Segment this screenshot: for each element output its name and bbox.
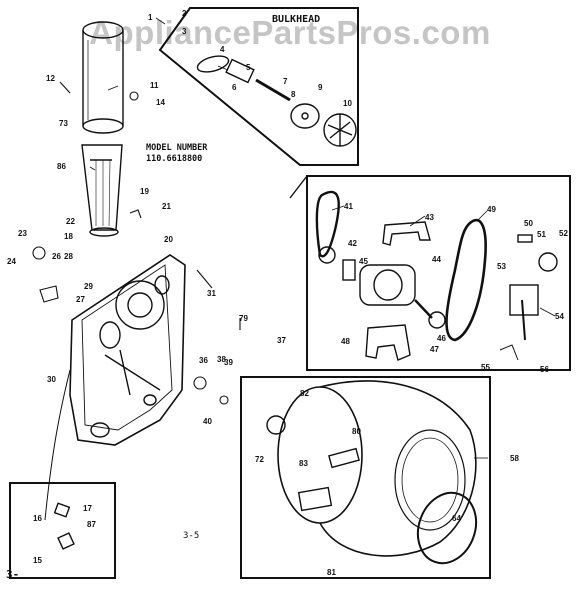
callout-29: 29	[84, 282, 93, 291]
callout-86: 86	[57, 162, 66, 171]
callout-47: 47	[430, 345, 439, 354]
callout-4: 4	[220, 45, 225, 54]
callout-73: 73	[59, 119, 68, 128]
callout-37: 37	[277, 336, 286, 345]
callout-41: 41	[344, 202, 353, 211]
callout-24: 24	[7, 257, 16, 266]
sensor-inset-frame	[9, 482, 116, 579]
callout-20: 20	[164, 235, 173, 244]
exhaust-duct	[82, 21, 124, 134]
callout-2: 2	[182, 9, 187, 18]
callout-6: 6	[232, 83, 237, 92]
callout-19: 19	[140, 187, 149, 196]
lint-filter	[81, 144, 123, 237]
callout-81: 81	[327, 568, 336, 577]
callout-53: 53	[497, 262, 506, 271]
callout-64: 64	[452, 514, 461, 523]
callout-45: 45	[359, 257, 368, 266]
bulkhead-inset-frame	[158, 7, 359, 166]
callout-43: 43	[425, 213, 434, 222]
dryer-drum	[266, 380, 478, 565]
callout-8: 8	[291, 90, 296, 99]
sensor-parts	[53, 502, 75, 550]
callout-23: 23	[18, 229, 27, 238]
callout-49: 49	[487, 205, 496, 214]
callout-22: 22	[66, 217, 75, 226]
callout-52: 52	[559, 229, 568, 238]
callout-82: 82	[300, 389, 309, 398]
callout-55: 55	[481, 363, 490, 372]
small-hardware	[32, 81, 241, 405]
motor-parts	[315, 190, 558, 361]
bulkhead-section-title: BULKHEAD	[272, 14, 321, 25]
callout-39: 39	[224, 358, 233, 367]
callout-58: 58	[510, 454, 519, 463]
callout-27: 27	[76, 295, 85, 304]
callout-1: 1	[148, 13, 153, 22]
callout-16: 16	[33, 514, 42, 523]
callout-42: 42	[348, 239, 357, 248]
callout-36: 36	[199, 356, 208, 365]
model-number-value: 110.6618800	[146, 154, 203, 164]
corner-mark: 3-	[6, 568, 20, 581]
callout-31: 31	[207, 289, 216, 298]
callout-83: 83	[299, 459, 308, 468]
callout-40: 40	[203, 417, 212, 426]
callout-18: 18	[64, 232, 73, 241]
motor-inset-frame	[306, 175, 571, 371]
callout-38: 38	[217, 355, 226, 364]
callout-87: 87	[87, 520, 96, 529]
model-number-label: MODEL NUMBER	[146, 143, 208, 153]
callout-79: 79	[239, 314, 248, 323]
callout-5: 5	[246, 63, 251, 72]
callout-48: 48	[341, 337, 350, 346]
callout-30: 30	[47, 375, 56, 384]
bulkhead-parts	[196, 55, 357, 147]
callout-17: 17	[83, 504, 92, 513]
callout-15: 15	[33, 556, 42, 565]
callout-54: 54	[555, 312, 564, 321]
callout-21: 21	[162, 202, 171, 211]
callout-46: 46	[437, 334, 446, 343]
callout-12: 12	[46, 74, 55, 83]
callout-56: 56	[540, 365, 549, 374]
callout-72: 72	[255, 455, 264, 464]
page-reference: 3-5	[183, 531, 200, 541]
drum-inset-frame	[240, 376, 491, 579]
callout-14: 14	[156, 98, 165, 107]
bulkhead-panel	[69, 254, 186, 446]
callout-9: 9	[318, 83, 323, 92]
callout-51: 51	[537, 230, 546, 239]
wiring-harness	[44, 369, 71, 521]
callout-11: 11	[150, 81, 159, 90]
callout-80: 80	[352, 427, 361, 436]
callout-50: 50	[524, 219, 533, 228]
callout-26: 26	[52, 252, 61, 261]
callout-44: 44	[432, 255, 441, 264]
callout-10: 10	[343, 99, 352, 108]
callout-7: 7	[283, 77, 288, 86]
callout-3: 3	[182, 27, 187, 36]
callout-28: 28	[64, 252, 73, 261]
leader-lines	[89, 17, 556, 459]
